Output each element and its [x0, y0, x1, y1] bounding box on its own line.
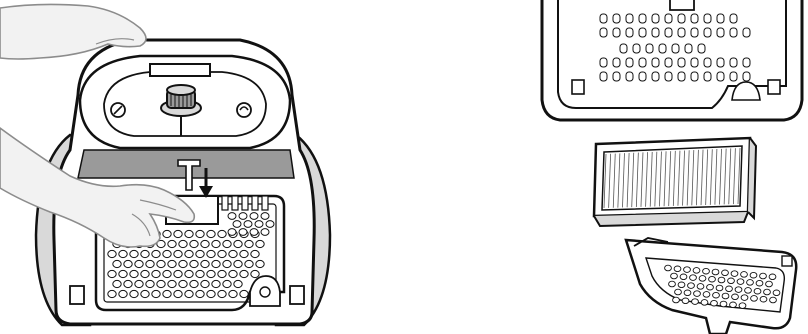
latch-top	[670, 0, 694, 10]
illustration-panel-right	[500, 0, 808, 334]
carry-handle-slot	[150, 64, 210, 76]
hepa-filter	[594, 138, 756, 226]
rear-right-foot	[768, 80, 780, 94]
illustration-panel-left	[0, 0, 420, 334]
lock-open-icon	[237, 103, 251, 117]
grille-clip	[782, 256, 792, 266]
filter-exploded-illustration	[500, 0, 808, 334]
left-foot	[70, 286, 84, 304]
vacuum-rear-illustration	[0, 0, 420, 334]
right-foot	[290, 286, 304, 304]
rear-left-foot	[572, 80, 584, 94]
removed-grille	[626, 238, 796, 334]
